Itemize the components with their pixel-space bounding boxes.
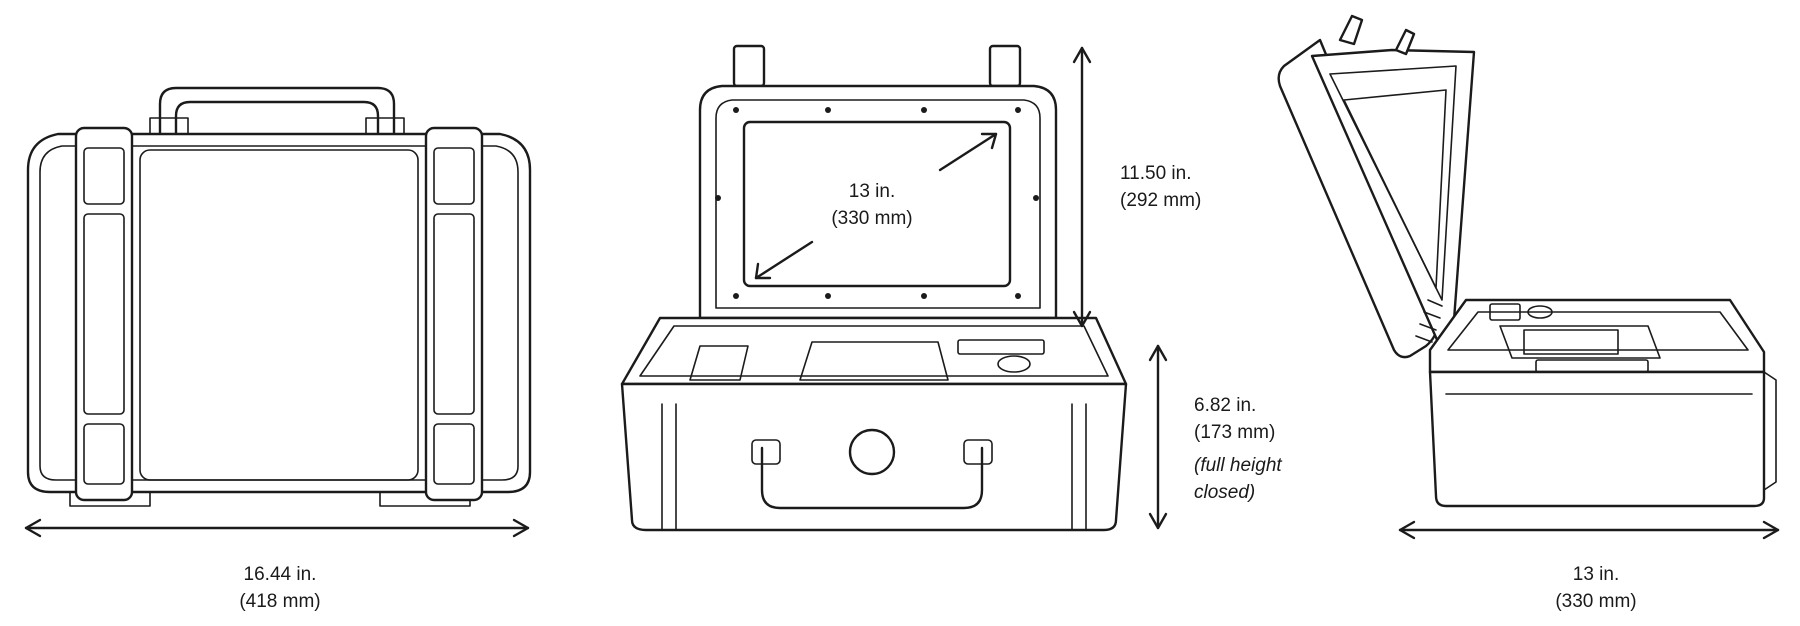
screw — [733, 107, 739, 113]
side-lid-screen — [1343, 89, 1447, 289]
screw — [825, 107, 831, 113]
front-strap-left — [74, 126, 134, 502]
screen-size-label: 13 in. (330 mm) — [792, 178, 952, 232]
base-height-metric: (173 mm) — [1194, 422, 1276, 443]
screw — [921, 107, 927, 113]
front-strap-panel — [433, 147, 475, 205]
front-width-metric: (418 mm) — [239, 591, 321, 612]
side-base-body — [1428, 370, 1766, 508]
front-handle-outer — [158, 86, 396, 136]
side-latch-front — [1338, 14, 1364, 46]
lid-height-arrow-head-top — [1072, 46, 1092, 64]
front-case-body — [26, 132, 532, 494]
front-width-imperial: 16.44 in. — [243, 564, 317, 585]
side-module-panel — [1499, 325, 1661, 359]
screw — [825, 293, 831, 299]
side-base-tray — [1447, 311, 1749, 351]
screen-arrow-head-lower — [754, 262, 772, 280]
base-height-imperial: 6.82 in. — [1194, 395, 1257, 416]
base-height-note-1: (full height — [1194, 455, 1282, 476]
front-width-label: 16.44 in. (418 mm) — [200, 561, 360, 615]
base-height-label: 6.82 in. (173 mm) (full height closed) — [1194, 392, 1344, 506]
side-lid-face — [1310, 48, 1476, 344]
side-depth-imperial: 13 in. — [1572, 564, 1620, 585]
screw — [715, 195, 721, 201]
open-screen — [742, 120, 1012, 288]
front-foot-left — [69, 491, 151, 507]
open-front-lock — [848, 428, 896, 476]
screen-size-imperial: 13 in. — [848, 181, 896, 202]
lid-height-arrow-head-bottom — [1072, 310, 1092, 328]
depth-arrow-head-right — [1762, 520, 1780, 540]
open-lid-inner — [715, 99, 1041, 309]
front-strap-panel — [83, 423, 125, 485]
screw — [1015, 107, 1021, 113]
screen-arrow-lower — [754, 240, 814, 280]
open-module-center — [799, 341, 949, 381]
side-hinge — [1415, 299, 1443, 343]
base-height-arrow-head-top — [1148, 344, 1168, 362]
lid-height-metric: (292 mm) — [1120, 190, 1202, 211]
lid-height-label: 11.50 in. (292 mm) — [1120, 160, 1250, 214]
screw — [921, 293, 927, 299]
open-base-body — [620, 382, 1128, 532]
open-handle-mount-left — [751, 439, 781, 465]
open-module-left — [689, 345, 749, 381]
front-handle-inner — [174, 100, 380, 136]
width-arrow-head-left — [24, 518, 42, 538]
screw — [1015, 293, 1021, 299]
width-arrow-head-right — [512, 518, 530, 538]
open-front-handle — [760, 446, 984, 510]
open-module-right — [957, 339, 1045, 355]
side-base-top — [1428, 298, 1766, 374]
front-strap-right — [424, 126, 484, 502]
side-depth-label: 13 in. (330 mm) — [1516, 561, 1676, 615]
front-strap-panel — [433, 213, 475, 415]
open-module-knob — [997, 355, 1031, 373]
open-lid-outer — [698, 84, 1058, 320]
front-strap-panel — [433, 423, 475, 485]
front-face-panel — [139, 149, 419, 481]
base-height-arrow-head-bottom — [1148, 512, 1168, 530]
screw — [733, 293, 739, 299]
front-case-rim — [39, 145, 519, 481]
side-base-end — [1763, 371, 1777, 491]
open-handle-mount-right — [963, 439, 993, 465]
depth-arrow-head-left — [1398, 520, 1416, 540]
screw — [1033, 195, 1039, 201]
lid-height-imperial: 11.50 in. — [1120, 163, 1192, 184]
open-base-tray — [639, 325, 1109, 377]
front-strap-panel — [83, 213, 125, 415]
screen-size-metric: (330 mm) — [831, 208, 913, 229]
side-latch-back — [1394, 28, 1416, 56]
screen-arrow-head-upper — [980, 132, 998, 150]
screen-arrow-upper — [938, 132, 998, 172]
front-strap-panel — [83, 147, 125, 205]
base-height-note-2: closed) — [1194, 482, 1256, 503]
side-depth-metric: (330 mm) — [1555, 591, 1637, 612]
side-module-screen — [1523, 329, 1619, 355]
side-module-port — [1489, 303, 1521, 321]
side-module-knob — [1527, 305, 1553, 319]
